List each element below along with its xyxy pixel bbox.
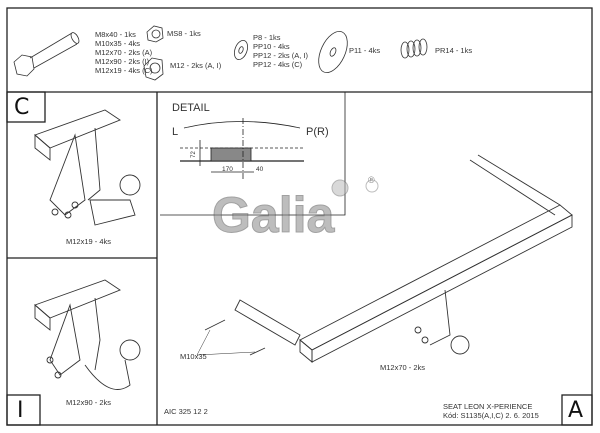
spring-icon [400,38,428,59]
nut-m12-label: M12 - 2ks (A, I) [170,61,222,70]
galia-logo: Galia [212,179,379,244]
drawing-number: AIC 325 12 2 [164,407,208,416]
view-a-label: A [568,398,584,423]
detail-dim-width: 170 [222,166,233,173]
washer-icon [234,39,248,61]
bolt-item: M12x19 - 4ks (C) [95,66,153,75]
view-c-label: C [14,95,30,120]
parts-icons [13,25,428,81]
bolt-item: M8x40 - 1ks [95,30,136,39]
svg-text:Galia: Galia [212,187,335,243]
view-i-drawing [34,279,141,390]
registered-mark: ® [368,175,375,185]
sheet-border [6,7,593,426]
large-washer-label: P11 - 4ks [349,46,381,55]
detail-dim-height: 72 [190,151,197,158]
view-a-bolt-right-label: M12x70 - 2ks [380,363,426,372]
view-i-bolt-label: M12x90 - 2ks [66,398,112,407]
detail-left-label: L [172,126,179,138]
detail-title: DETAIL [172,102,210,114]
bolt-item: M10x35 - 4ks [95,39,141,48]
view-a-drawing [196,154,573,363]
nut-ms8-label: MS8 - 1ks [167,29,201,38]
view-c-drawing [34,109,141,226]
bolt-icon [13,54,35,77]
detail-right-label: P(R) [306,126,329,138]
detail-dim-offset: 40 [256,166,264,173]
washer-item: PP12 - 2ks (A, I) [253,51,309,60]
washer-item: P8 - 1ks [253,33,281,42]
washer-list: P8 - 1ks PP10 - 4ks PP12 - 2ks (A, I) PP… [253,33,308,69]
view-a-bolt-left-label: M10x35 [180,352,207,361]
bolt-list: M8x40 - 1ks M10x35 - 4ks M12x70 - 2ks (A… [95,30,153,75]
large-washer-icon [318,31,348,73]
product-code: Kód: S1135(A,I,C) 2. 6. 2015 [443,411,539,420]
view-i-label: I [17,398,24,423]
view-c-bolt-label: M12x19 - 4ks [66,237,112,246]
detail-drawing [180,118,304,180]
spring-label: PR14 - 1ks [435,46,473,55]
vehicle-name: SEAT LEON X-PERIENCE [443,402,533,411]
nut-m12-icon [143,57,164,81]
bolt-item: M12x90 - 2ks (I) [95,57,150,66]
nut-ms8-icon [146,25,164,43]
washer-item: PP10 - 4ks [253,42,290,51]
bolt-item: M12x70 - 2ks (A) [95,48,153,57]
washer-item: PP12 - 4ks (C) [253,60,303,69]
